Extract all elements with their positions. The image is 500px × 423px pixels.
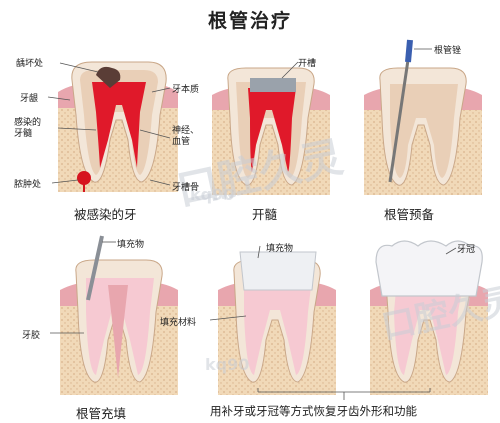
filler-tool <box>86 235 104 301</box>
label-alveolar-bone: 牙槽骨 <box>172 183 200 193</box>
label-abscess: 脓肿处 <box>14 180 42 190</box>
caption-restoration: 用补牙或牙冠等方式恢复牙齿外形和功能 <box>210 404 417 418</box>
filling-material <box>239 251 317 291</box>
watermark-code-2: kq90 <box>205 355 250 374</box>
crown <box>375 240 483 297</box>
label-caries: 龋坏处 <box>16 59 44 69</box>
label-filling-material: 填充材料 <box>160 318 197 328</box>
label-gum: 牙龈 <box>20 94 39 104</box>
caption-opening: 开髓 <box>252 207 278 222</box>
label-gutta: 牙胶 <box>22 331 41 341</box>
caption-preparation: 根管预备 <box>384 207 435 222</box>
label-nerve-vessel: 神经、 血管 <box>172 126 200 147</box>
caption-filling: 根管充填 <box>76 406 127 421</box>
label-crown: 牙冠 <box>457 245 476 255</box>
gutta-percha <box>108 285 128 378</box>
label-file: 根管锉 <box>434 46 462 56</box>
caries <box>96 66 121 88</box>
label-dentin: 牙本质 <box>172 85 200 95</box>
panel-infected-tooth <box>58 61 178 192</box>
label-opening: 开槽 <box>298 59 317 69</box>
panel-crown <box>370 240 488 395</box>
file-handle <box>405 39 413 63</box>
canal-file <box>388 59 410 183</box>
label-filler-p4: 填充物 <box>117 240 145 250</box>
panel-canal-filling <box>60 235 178 395</box>
panel-filling-material <box>218 251 336 395</box>
infected-pulp <box>92 82 146 168</box>
panel-access-opening <box>212 67 330 195</box>
watermark-code: kq90 <box>190 185 235 204</box>
label-infected-pulp: 感染的 牙髓 <box>14 118 42 139</box>
diagram-title: 根管治疗 <box>207 10 292 32</box>
caption-infected: 被感染的牙 <box>74 207 137 222</box>
label-filler-p5: 填充物 <box>266 244 294 254</box>
leader-lines <box>47 48 457 400</box>
panel-canal-preparation <box>364 39 482 195</box>
access-opening <box>250 78 296 92</box>
